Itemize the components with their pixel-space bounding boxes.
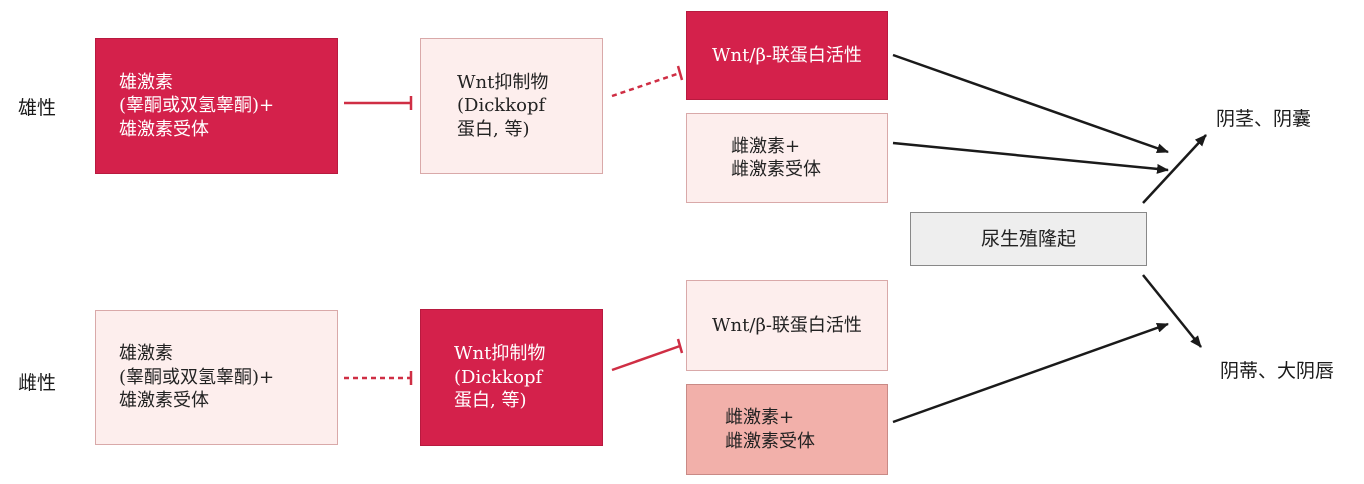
female-androgen-line-3: 雄激素受体: [119, 390, 209, 412]
female-estrogen-line-2: 雌激素受体: [725, 430, 815, 452]
male-wnt-inhibitor-box: Wnt抑制物 (Dickkopf 蛋白, 等): [420, 38, 603, 174]
urogenital-swelling-label: 尿生殖隆起: [980, 227, 1076, 250]
female-estrogen-box: 雌激素+ 雌激素受体: [686, 384, 888, 475]
arrow-female-estrogen-to-convergence: [892, 322, 1169, 424]
row-label-female: 雌性: [18, 372, 57, 394]
arrow-swelling-to-penis: [1142, 134, 1207, 204]
female-wnt-activity-box: Wnt/β-联蛋白活性: [686, 280, 888, 371]
female-androgen-inhibits-wnt-inhibitor: [344, 371, 413, 385]
male-wnt-activity-box: Wnt/β-联蛋白活性: [686, 11, 888, 100]
male-androgen-inhibits-wnt-inhibitor: [344, 96, 413, 110]
female-wnt-inhibitor-line-1: Wnt抑制物: [454, 343, 546, 365]
arrow-swelling-to-clitoris: [1142, 274, 1202, 348]
female-estrogen-line-1: 雌激素+: [725, 407, 795, 429]
arrow-wnt-activity-to-convergence: [892, 53, 1169, 154]
female-wnt-inhibitor-box: Wnt抑制物 (Dickkopf 蛋白, 等): [420, 309, 603, 446]
row-label-male: 雄性: [18, 97, 57, 119]
female-wnt-inhibitor-line-3: 蛋白, 等): [454, 390, 527, 412]
male-wnt-inhibitor-line-1: Wnt抑制物: [457, 71, 549, 93]
male-wnt-inhibitor-line-3: 蛋白, 等): [457, 118, 530, 140]
arrow-male-estrogen-to-convergence: [892, 141, 1169, 174]
female-androgen-line-1: 雄激素: [119, 343, 173, 365]
female-wnt-inhibitor-line-2: (Dickkopf: [454, 366, 543, 388]
male-androgen-line-2: (睾酮或双氢睾酮)+: [119, 95, 275, 117]
female-wnt-inhibitor-inhibits-wnt-activity: [611, 338, 684, 372]
female-androgen-line-2: (睾酮或双氢睾酮)+: [119, 366, 275, 388]
male-wnt-inhibitor-inhibits-wnt-activity: [611, 65, 684, 98]
male-estrogen-box: 雌激素+ 雌激素受体: [686, 113, 888, 203]
male-estrogen-line-2: 雌激素受体: [731, 159, 821, 180]
female-androgen-box: 雄激素 (睾酮或双氢睾酮)+ 雄激素受体: [95, 310, 338, 445]
outcome-male: 阴茎、阴囊: [1216, 108, 1312, 130]
male-androgen-box: 雄激素 (睾酮或双氢睾酮)+ 雄激素受体: [95, 38, 338, 174]
male-androgen-line-3: 雄激素受体: [119, 118, 209, 140]
outcome-female: 阴蒂、大阴唇: [1220, 360, 1335, 382]
male-wnt-activity-label: Wnt/β-联蛋白活性: [712, 44, 862, 66]
urogenital-swelling-box: 尿生殖隆起: [910, 212, 1147, 266]
male-androgen-line-1: 雄激素: [119, 71, 173, 93]
male-wnt-inhibitor-line-2: (Dickkopf: [457, 95, 546, 117]
female-wnt-activity-label: Wnt/β-联蛋白活性: [712, 314, 862, 336]
male-estrogen-line-1: 雌激素+: [731, 135, 801, 157]
